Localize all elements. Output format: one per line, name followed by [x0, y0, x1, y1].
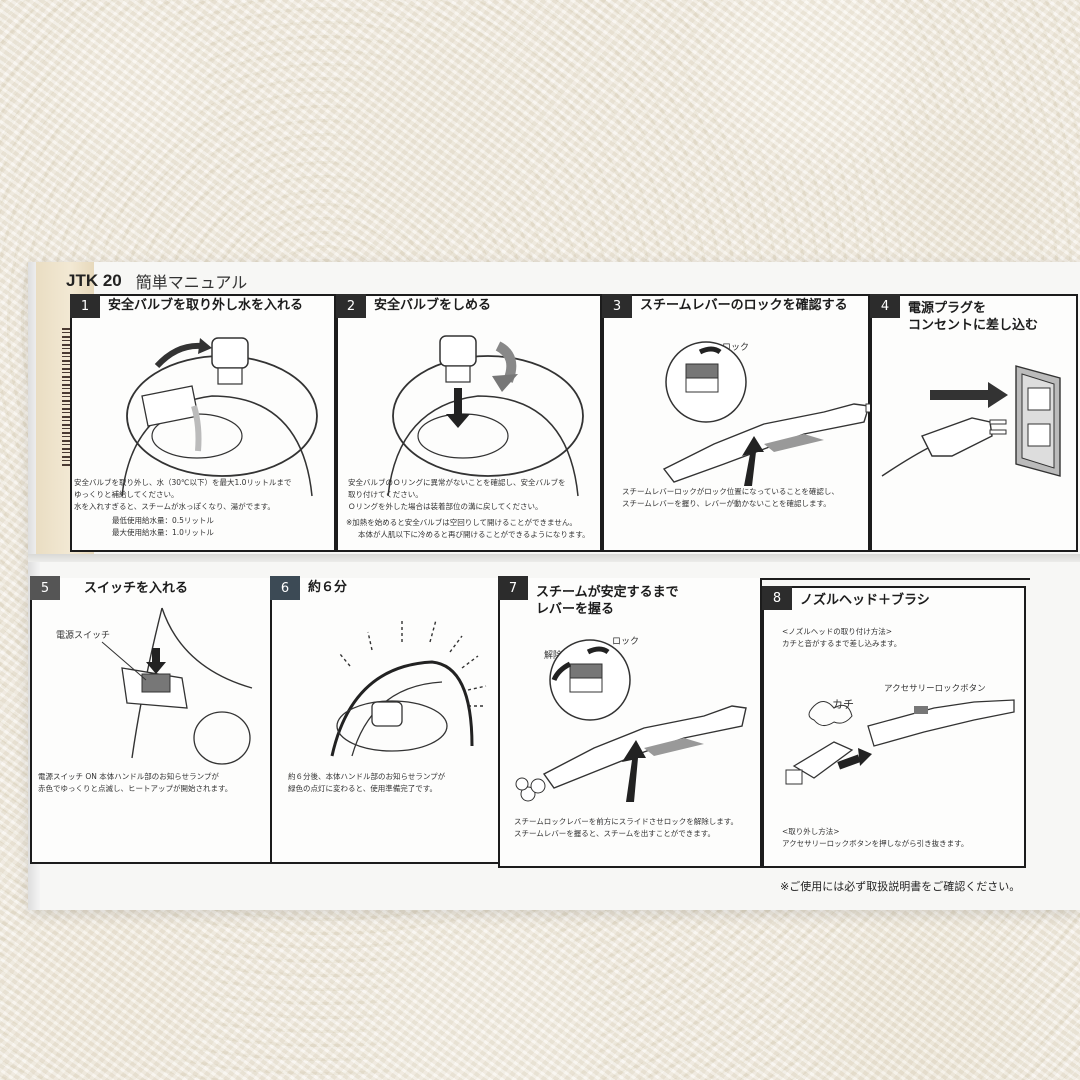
water-capacity-specs: 最低使用給水量：0.5リットル 最大使用給水量：1.0リットル: [112, 516, 214, 537]
step-description: スチームレバーロックがロック位置になっていることを確認し、 スチームレバーを握り…: [622, 487, 839, 508]
steam-lever-lock-illustration: [662, 341, 885, 486]
release-label: 解除: [544, 651, 563, 661]
step-number: 4: [870, 294, 900, 318]
step-6-panel: 6 約６分 約６分後、本体ハンドル部のお知らせランプが 緑色の点灯に変わると、使…: [270, 576, 500, 864]
step-2-panel: 2 安全バルブをしめる 安全バルブのＯリングに異常がないことを確認し、安全バルブ…: [336, 294, 602, 552]
lock-label: ロック: [722, 343, 750, 353]
attach-instructions: <ノズルヘッドの取り付け方法> カチと音がするまで差し込みます。: [782, 627, 902, 648]
fill-water-illustration: [121, 337, 318, 497]
manual-header: JTK 20 簡単マニュアル: [66, 268, 247, 294]
step-number: 8: [762, 586, 792, 610]
step-description: 約６分後、本体ハンドル部のお知らせランプが 緑色の点灯に変わると、使用準備完了で…: [288, 772, 446, 793]
step-title: スチームレバーのロックを確認する: [640, 298, 848, 313]
lock-label: ロック: [612, 637, 640, 647]
steam-lever-release-illustration: [515, 639, 747, 802]
step-8-panel: 8 ノズルヘッド＋ブラシ <ノズルヘッドの取り付け方法> カチと音がするまで差し…: [762, 586, 1026, 868]
step-1-panel: 1 安全バルブを取り外し水を入れる 安全バルブを取り外し、水（30℃以下）を最大…: [70, 294, 336, 552]
step-4-panel: 4 電源プラグを コンセントに差し込む: [870, 294, 1078, 552]
step-title: 安全バルブを取り外し水を入れる: [108, 298, 304, 313]
step-number: 5: [30, 576, 60, 600]
step-title: スイッチを入れる: [84, 581, 189, 596]
step-number: 6: [270, 576, 300, 600]
step-title: ノズルヘッド＋ブラシ: [800, 593, 930, 608]
step-title: 安全バルブをしめる: [374, 298, 492, 313]
accessory-lock-button-label: アクセサリーロックボタン: [884, 684, 986, 694]
step-description: 電源スイッチ ON 本体ハンドル部のお知らせランプが 赤色でゆっくりと点滅し、ヒ…: [38, 772, 233, 793]
nozzle-head-attach-illustration: [785, 699, 1015, 785]
heating-wait-illustration: [330, 619, 487, 757]
step-title: スチームが安定するまで レバーを握る: [536, 585, 679, 617]
close-valve-illustration: [387, 335, 584, 497]
step-description: スチームロックレバーを前方にスライドさせロックを解除します。 スチームレバーを握…: [514, 817, 739, 838]
step-title: 約６分: [308, 580, 348, 595]
step-3-panel: 3 スチームレバーのロックを確認する ロック スチームレバーロックがロック位置に…: [602, 294, 885, 552]
box-lid-seam: [28, 554, 1080, 562]
step-number: 2: [336, 294, 366, 318]
model-name: JTK 20: [66, 271, 122, 290]
header-divider: [70, 294, 1078, 296]
step-description: 安全バルブを取り外し、水（30℃以下）を最大1.0リットルまで ゆっくりと補給し…: [74, 478, 292, 511]
step-caution-note: ※加熱を始めると安全バルブは空回りして開けることができません。 本体が人肌以下に…: [346, 518, 590, 539]
step-number: 7: [498, 576, 528, 600]
power-switch-label: 電源スイッチ: [56, 631, 111, 641]
step-description: 安全バルブのＯリングに異常がないことを確認し、安全バルブを 取り付けてください。…: [348, 478, 566, 511]
step-number: 1: [70, 294, 100, 318]
footer-note: ※ご使用には必ず取扱説明書をご確認ください。: [780, 880, 1021, 893]
step-number: 3: [602, 294, 632, 318]
step-title: 電源プラグを コンセントに差し込む: [908, 301, 1039, 333]
removal-instructions: <取り外し方法> アクセサリーロックボタンを押しながら引き抜きます。: [782, 827, 969, 848]
power-switch-illustration: [101, 607, 253, 765]
plug-into-outlet-illustration: [881, 365, 1061, 477]
step-7-panel: 7 スチームが安定するまで レバーを握る 解除 ロック スチームロックレバーを前…: [498, 576, 762, 868]
manual-title: 簡単マニュアル: [135, 273, 248, 292]
step-5-panel: 5 スイッチを入れる 電源スイッチ 電源スイッチ ON 本体ハンドル部のお知らせ…: [30, 576, 272, 864]
